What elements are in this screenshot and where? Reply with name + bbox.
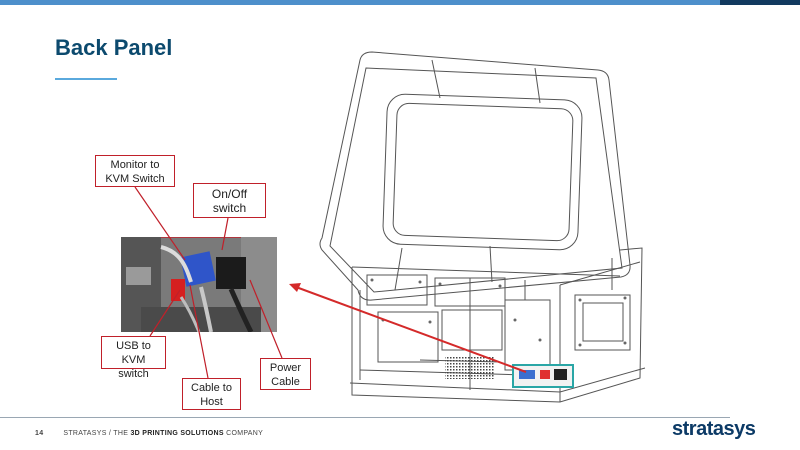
back-panel-photo — [121, 237, 277, 332]
slide-title: Back Panel — [55, 35, 173, 60]
callout-on-off-switch: On/Off switch — [193, 183, 266, 218]
footer-bold: 3D PRINTING SOLUTIONS — [130, 430, 224, 437]
stratasys-logo: stratasys — [672, 418, 756, 440]
top-accent-bar-dark — [720, 0, 800, 5]
footer-suffix: COMPANY — [223, 430, 264, 437]
page-number: 14 — [35, 430, 44, 437]
footer-rule — [0, 417, 730, 418]
callout-monitor-to-kvm: Monitor to KVM Switch — [95, 155, 175, 187]
top-accent-bar — [0, 0, 720, 5]
title-underline — [55, 78, 117, 80]
callout-power-cable: Power Cable — [260, 358, 311, 390]
callout-usb-to-kvm: USB to KVM switch — [101, 336, 166, 380]
callout-cable-to-host: Cable to Host — [182, 378, 241, 410]
footer-prefix: STRATASYS / THE — [63, 430, 131, 437]
